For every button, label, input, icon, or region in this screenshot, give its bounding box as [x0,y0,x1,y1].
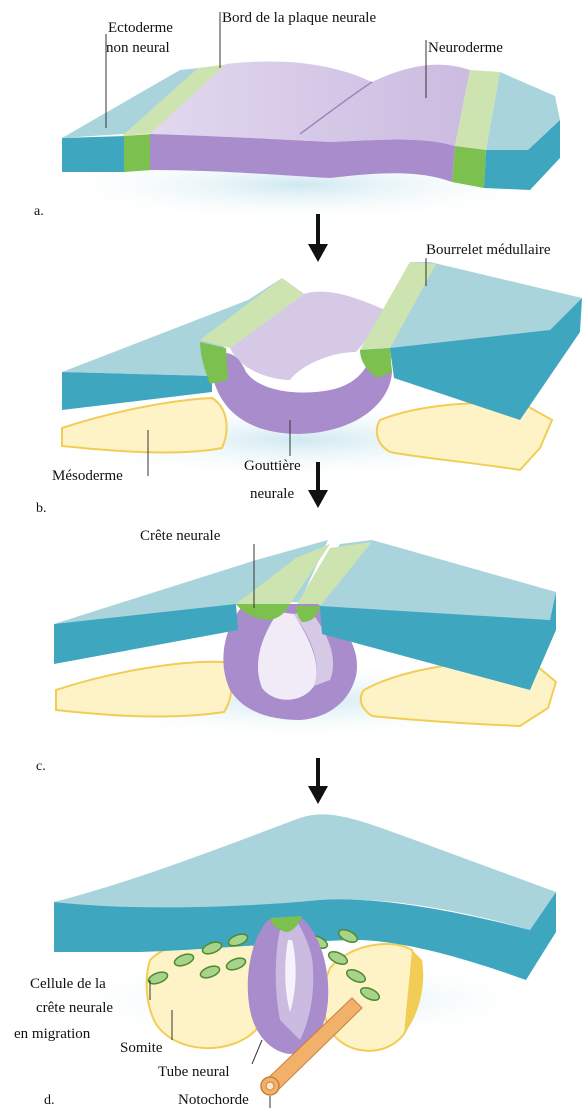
label-migrating-line3: en migration [14,1026,91,1042]
label-neural-fold: Bourrelet médullaire [426,242,551,258]
ectoderm-front-left-a [62,136,126,172]
label-plate-border: Bord de la plaque neurale [222,10,376,26]
notochord-core-d [266,1082,274,1090]
label-neural-tube: Tube neural [158,1064,230,1080]
label-ectoderm-line1: Ectoderme [108,20,173,36]
label-groove-line2: neurale [250,486,294,502]
step-letter-a: a. [34,204,44,219]
border-front-right-a [452,146,486,188]
label-migrating-line2: crête neurale [36,1000,113,1016]
mesoderm-left-c [56,662,232,717]
step-letter-c: c. [36,759,46,774]
arrow-c-to-d [308,758,328,804]
label-migrating-line1: Cellule de la [30,976,106,992]
panel-a: Ectoderme non neural Bord de la plaque n… [34,10,560,223]
panel-c: Crête neurale c. [36,528,556,774]
label-ectoderm-line2: non neural [106,40,170,56]
label-somite: Somite [120,1040,163,1056]
step-letter-d: d. [44,1093,55,1108]
label-notochord: Notochorde [178,1092,249,1108]
border-front-left-a [124,134,152,172]
step-letter-b: b. [36,501,47,516]
label-neuroderm: Neuroderme [428,40,503,56]
panel-d: Cellule de la crête neurale en migration… [14,814,556,1108]
leader-neural-tube [252,1040,262,1064]
label-crest: Crête neurale [140,528,221,544]
label-mesoderm: Mésoderme [52,468,123,484]
panel-b: Bourrelet médullaire Mésoderme Gouttière… [36,242,582,516]
label-groove-line1: Gouttière [244,458,301,474]
